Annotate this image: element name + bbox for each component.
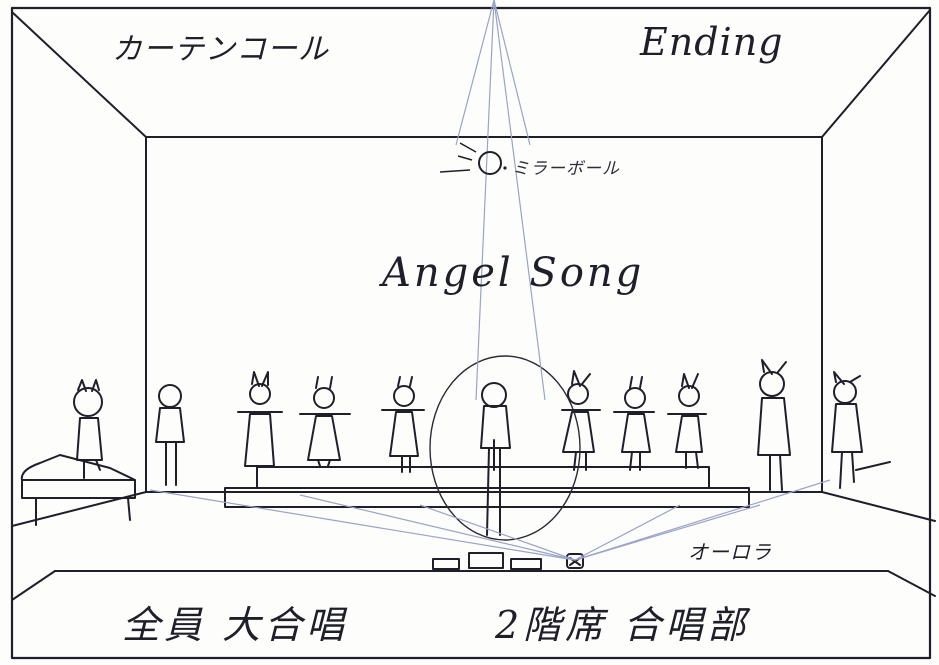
label-curtain-call: カーテンコール (112, 32, 329, 67)
label-aurora: オーロラ (688, 540, 772, 564)
label-balcony-choir: 2階席 合唱部 (495, 603, 750, 647)
label-mirror-ball: ミラーボール (512, 159, 620, 179)
grand-piano (20, 454, 136, 526)
light-beams (149, 0, 831, 561)
footlight-3 (510, 558, 542, 570)
mirror-ball-icon (439, 142, 507, 175)
corner-top-right (821, 9, 931, 138)
footlight-1 (432, 558, 460, 570)
label-song-title: Angel Song (382, 250, 645, 296)
pianist-figure (73, 379, 103, 479)
outer-frame (10, 6, 932, 660)
performer-3 (299, 376, 351, 467)
performer-8 (757, 359, 791, 491)
performer-2 (237, 371, 283, 467)
apron-right-edge (887, 570, 936, 597)
performer-9 (831, 371, 891, 489)
performer-1 (155, 384, 185, 486)
performer-7 (667, 373, 707, 469)
apron-left-edge (11, 570, 56, 601)
upper-riser (256, 466, 710, 489)
label-full-chorus: 全員 大合唱 (122, 603, 349, 647)
footlight-2 (468, 552, 504, 569)
performer-soloist (480, 382, 511, 536)
back-wall (145, 136, 823, 493)
label-ending: Ending (640, 20, 784, 64)
corner-top-left (11, 11, 147, 138)
corner-bottom-right (821, 491, 936, 522)
spotlight-circle (429, 355, 581, 541)
aurora-projector (566, 553, 584, 569)
performer-6 (613, 376, 655, 471)
performer-4 (381, 376, 425, 473)
performer-5 (561, 370, 601, 471)
